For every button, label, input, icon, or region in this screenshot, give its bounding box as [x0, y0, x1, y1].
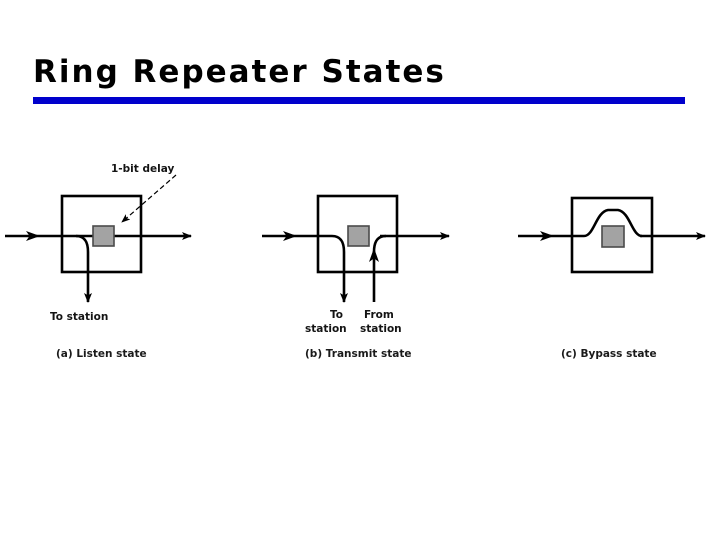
delay-callout-leader — [121, 174, 177, 223]
caption-transmit-state: (b) Transmit state — [305, 348, 412, 360]
from-station-arrowhead — [369, 248, 379, 262]
ring-repeater-figure: 1-bit delay To station — [0, 140, 720, 380]
title-underline-rule — [33, 97, 685, 104]
one-bit-delay-block-transmit — [347, 225, 370, 247]
slide-title-block: Ring Repeater States — [33, 52, 693, 104]
branch-from-station-transmit — [372, 234, 387, 302]
station-label-from-transmit: station — [360, 323, 402, 335]
from-label-transmit: From — [364, 309, 394, 321]
repeater-box-transmit — [316, 194, 399, 274]
branch-to-station-transmit — [331, 234, 348, 303]
one-bit-delay-label: 1-bit delay — [111, 163, 174, 175]
inbound-arrowhead-transmit — [283, 231, 297, 241]
figure-caption-row: (a) Listen state (b) Transmit state (c) … — [0, 348, 720, 368]
inbound-arrowhead-listen — [26, 231, 40, 241]
repeater-states-svg: 1-bit delay To station — [5, 163, 706, 335]
to-station-label-listen: To station — [50, 311, 108, 323]
bypass-arc-path — [583, 208, 643, 238]
inbound-arrowhead-bypass — [540, 231, 554, 241]
panel-listen-state: 1-bit delay To station — [5, 163, 192, 323]
panel-transmit-state: To station From station — [262, 194, 450, 335]
page-title: Ring Repeater States — [33, 54, 446, 90]
to-label-transmit: To — [330, 309, 343, 321]
one-bit-delay-block-listen — [92, 225, 115, 247]
panel-bypass-state — [518, 196, 706, 274]
one-bit-delay-block-bypass — [601, 225, 625, 248]
caption-bypass-state: (c) Bypass state — [561, 348, 657, 360]
branch-to-station-listen — [75, 234, 92, 303]
caption-listen-state: (a) Listen state — [56, 348, 147, 360]
repeater-box-listen — [60, 194, 143, 274]
station-label-to-transmit: station — [305, 323, 347, 335]
